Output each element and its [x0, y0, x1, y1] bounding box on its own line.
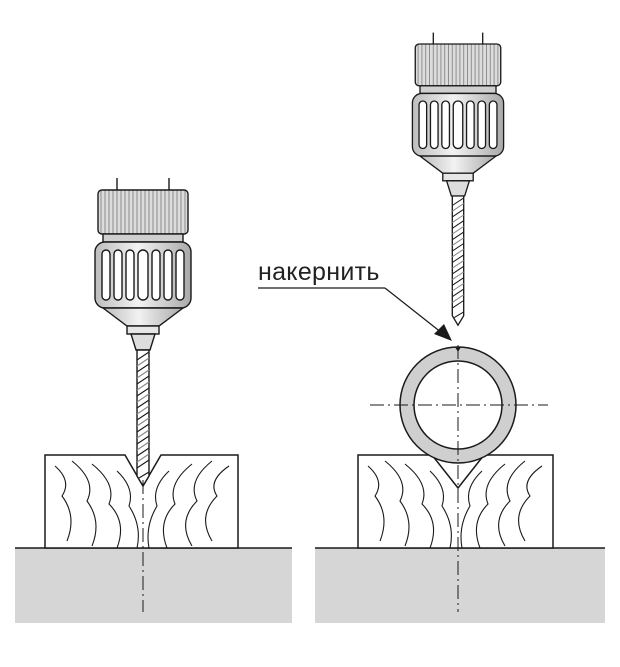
center-lines: [142, 345, 548, 612]
right-ground-surface: [315, 547, 605, 623]
left-wood-block: [44, 454, 239, 549]
left-drill-chuck: [94, 177, 192, 487]
annotation-leader-arrow: [258, 287, 452, 341]
right-wood-block: [357, 454, 554, 549]
left-ground-surface: [15, 547, 292, 623]
right-drill-chuck: [411, 31, 505, 326]
center-punch-label: накернить: [258, 258, 380, 286]
